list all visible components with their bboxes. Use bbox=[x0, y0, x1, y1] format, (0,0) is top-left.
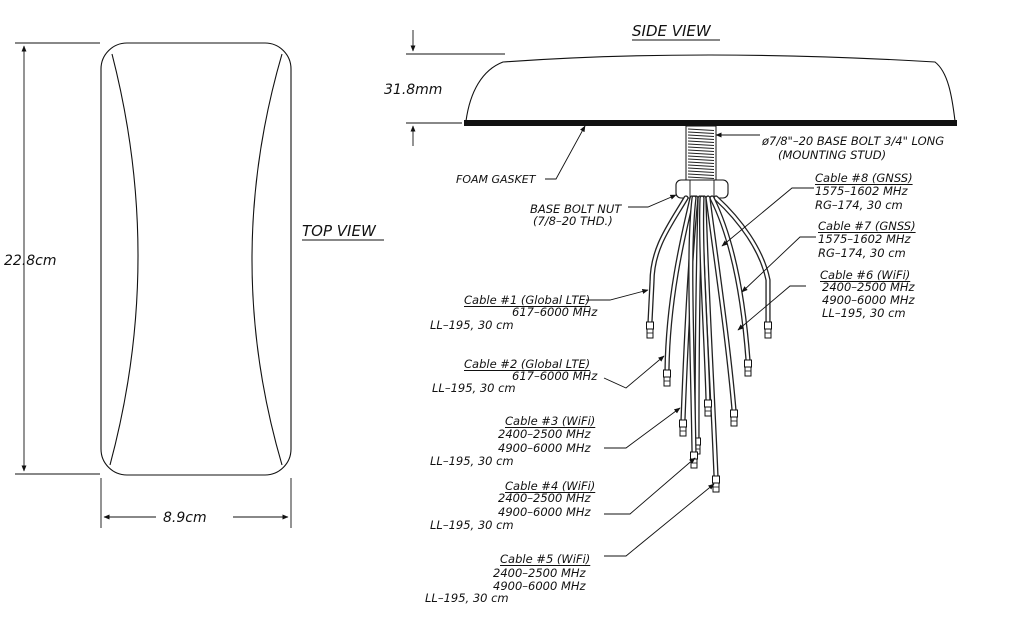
bolt-nut-thread-label: (7/8–20 THD.) bbox=[533, 214, 613, 228]
cable-spec: LL–195, 30 cm bbox=[430, 518, 514, 532]
side-height-dimension-label: 31.8mm bbox=[384, 82, 442, 98]
cable-connector bbox=[690, 451, 698, 469]
cable-label-2: Cable #2 (Global LTE)617–6000 MHzLL–195,… bbox=[432, 355, 665, 395]
top-view-right-contour bbox=[251, 53, 283, 466]
cable-frequency: 1575–1602 MHz bbox=[818, 232, 912, 246]
cable-frequency: 4900–6000 MHz bbox=[493, 579, 587, 593]
cable-leader-line bbox=[737, 285, 806, 331]
antenna-dome bbox=[465, 54, 956, 122]
base-bolt-nut bbox=[675, 179, 729, 199]
cable-leader-line bbox=[741, 236, 816, 293]
mounting-stud-label: (MOUNTING STUD) bbox=[778, 148, 886, 162]
mounting-stud bbox=[685, 125, 717, 181]
cable-1 bbox=[646, 195, 689, 339]
cable-leader-line bbox=[721, 187, 814, 247]
width-dimension-label: 8.9cm bbox=[163, 510, 207, 526]
cable-frequency: 2400–2500 MHz bbox=[498, 427, 592, 441]
cable-leader-line bbox=[603, 355, 665, 389]
cable-frequency: 617–6000 MHz bbox=[512, 305, 598, 319]
cable-leader-line bbox=[586, 289, 649, 301]
cable-frequency: 2400–2500 MHz bbox=[498, 491, 592, 505]
top-view-title: TOP VIEW bbox=[302, 222, 377, 240]
cable-spec: LL–195, 30 cm bbox=[822, 306, 906, 320]
cable-title: Cable #1 (Global LTE) bbox=[464, 293, 590, 307]
cable-frequency: 4900–6000 MHz bbox=[822, 293, 916, 307]
bolt-nut-label: BASE BOLT NUT bbox=[530, 202, 622, 216]
side-view-title: SIDE VIEW bbox=[632, 22, 712, 40]
cable-connector bbox=[663, 369, 671, 387]
cable-label-1: Cable #1 (Global LTE)617–6000 MHzLL–195,… bbox=[430, 289, 649, 332]
cable-connector bbox=[704, 399, 712, 417]
cable-connector bbox=[646, 321, 654, 339]
cable-spec: RG–174, 30 cm bbox=[818, 246, 906, 260]
cable-connector bbox=[744, 359, 752, 377]
cable-title: Cable #8 (GNSS) bbox=[815, 171, 913, 185]
cable-labels: Cable #1 (Global LTE)617–6000 MHzLL–195,… bbox=[425, 171, 916, 605]
cable-bundle bbox=[646, 195, 772, 493]
cable-spec: LL–195, 30 cm bbox=[432, 381, 516, 395]
cable-2 bbox=[663, 195, 695, 387]
antenna-base-plate bbox=[464, 120, 957, 126]
foam-gasket-label: FOAM GASKET bbox=[456, 173, 537, 186]
cable-7 bbox=[709, 195, 752, 377]
cable-frequency: 4900–6000 MHz bbox=[498, 505, 592, 519]
cable-title: Cable #2 (Global LTE) bbox=[464, 357, 590, 371]
cable-spec: LL–195, 30 cm bbox=[430, 318, 514, 332]
side-view: SIDE VIEW 31.8mm ø7/8"–20 BASE BOLT 3/4"… bbox=[384, 22, 957, 605]
cable-leader-line bbox=[604, 483, 715, 557]
cable-connector bbox=[730, 409, 738, 427]
cable-connector bbox=[679, 419, 687, 437]
top-view: 22.8cm 8.9cm TOP VIEW bbox=[4, 42, 384, 528]
base-bolt-label: ø7/8"–20 BASE BOLT 3/4" LONG bbox=[761, 134, 944, 148]
cable-title: Cable #4 (WiFi) bbox=[505, 479, 595, 493]
top-view-left-contour bbox=[109, 53, 139, 466]
cable-frequency: 617–6000 MHz bbox=[512, 369, 598, 383]
cable-leader-line bbox=[604, 407, 681, 449]
cable-frequency: 2400–2500 MHz bbox=[822, 280, 916, 294]
cable-leader-line bbox=[604, 457, 696, 515]
cable-10 bbox=[698, 195, 712, 417]
cable-spec: RG–174, 30 cm bbox=[815, 198, 903, 212]
cable-frequency: 1575–1602 MHz bbox=[815, 184, 909, 198]
cable-8 bbox=[705, 195, 738, 427]
cable-6 bbox=[713, 195, 772, 339]
cable-5 bbox=[701, 195, 720, 493]
cable-title: Cable #5 (WiFi) bbox=[500, 552, 590, 566]
cable-title: Cable #7 (GNSS) bbox=[818, 219, 916, 233]
cable-spec: LL–195, 30 cm bbox=[430, 454, 514, 468]
cable-frequency: 2400–2500 MHz bbox=[493, 566, 587, 580]
cable-title: Cable #6 (WiFi) bbox=[820, 268, 910, 282]
top-view-outline bbox=[100, 42, 292, 476]
cable-frequency: 4900–6000 MHz bbox=[498, 441, 592, 455]
cable-spec: LL–195, 30 cm bbox=[425, 591, 509, 605]
cable-connector bbox=[764, 321, 772, 339]
cable-title: Cable #3 (WiFi) bbox=[505, 414, 595, 428]
height-dimension-label: 22.8cm bbox=[4, 253, 57, 269]
